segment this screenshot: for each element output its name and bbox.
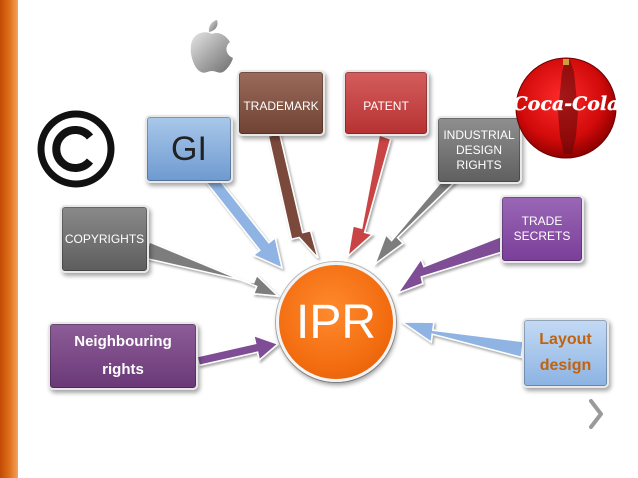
- node-patent: PATENT: [343, 70, 429, 136]
- coca-cola-logo: Coca-Cola: [514, 57, 618, 159]
- node-neighbouring-rights: Neighbouring rights: [48, 322, 198, 390]
- node-trademark-label: TRADEMARK: [243, 99, 319, 113]
- node-industrial-design-rights: INDUSTRIAL DESIGN RIGHTS: [436, 116, 522, 184]
- node-patent-label: PATENT: [363, 99, 409, 113]
- arrow-copyrights: [143, 240, 281, 297]
- center-node-label: IPR: [295, 295, 376, 349]
- slide-edge-bar: [0, 0, 18, 478]
- arrow-trademark: [267, 133, 319, 259]
- apple-logo-icon: [190, 20, 236, 73]
- node-gi-label: GI: [171, 129, 207, 168]
- arrow-gi: [204, 172, 284, 270]
- node-layout-line-1: Layout: [539, 330, 592, 348]
- center-node-ipr: IPR: [276, 262, 396, 382]
- arrow-neighbouring: [196, 334, 280, 367]
- coca-cola-wordmark: Coca-Cola: [514, 93, 618, 115]
- node-trade-secrets-line-2: SECRETS: [513, 229, 571, 243]
- node-industrial-line-1: INDUSTRIAL: [443, 127, 515, 142]
- node-copyrights-label: COPYRIGHTS: [64, 231, 145, 246]
- node-neighbouring-line-1: Neighbouring: [74, 333, 172, 351]
- arrow-patent: [346, 134, 392, 258]
- node-trade-secrets: TRADE SECRETS: [500, 195, 584, 263]
- node-trademark: TRADEMARK: [237, 70, 325, 136]
- arrow-trade-secrets: [396, 235, 506, 295]
- chevron-right-icon[interactable]: [586, 398, 606, 430]
- node-industrial-line-2: DESIGN: [455, 142, 502, 157]
- node-layout-design: Layout design: [522, 318, 609, 388]
- node-trade-secrets-line-1: TRADE: [521, 214, 563, 228]
- node-copyrights: COPYRIGHTS: [60, 205, 149, 273]
- arrow-layout: [399, 321, 525, 359]
- node-gi: GI: [145, 115, 233, 183]
- node-neighbouring-line-2: rights: [102, 361, 144, 378]
- node-layout-line-2: design: [539, 357, 592, 374]
- node-industrial-line-3: RIGHTS: [456, 157, 502, 172]
- copyright-icon: [37, 110, 115, 188]
